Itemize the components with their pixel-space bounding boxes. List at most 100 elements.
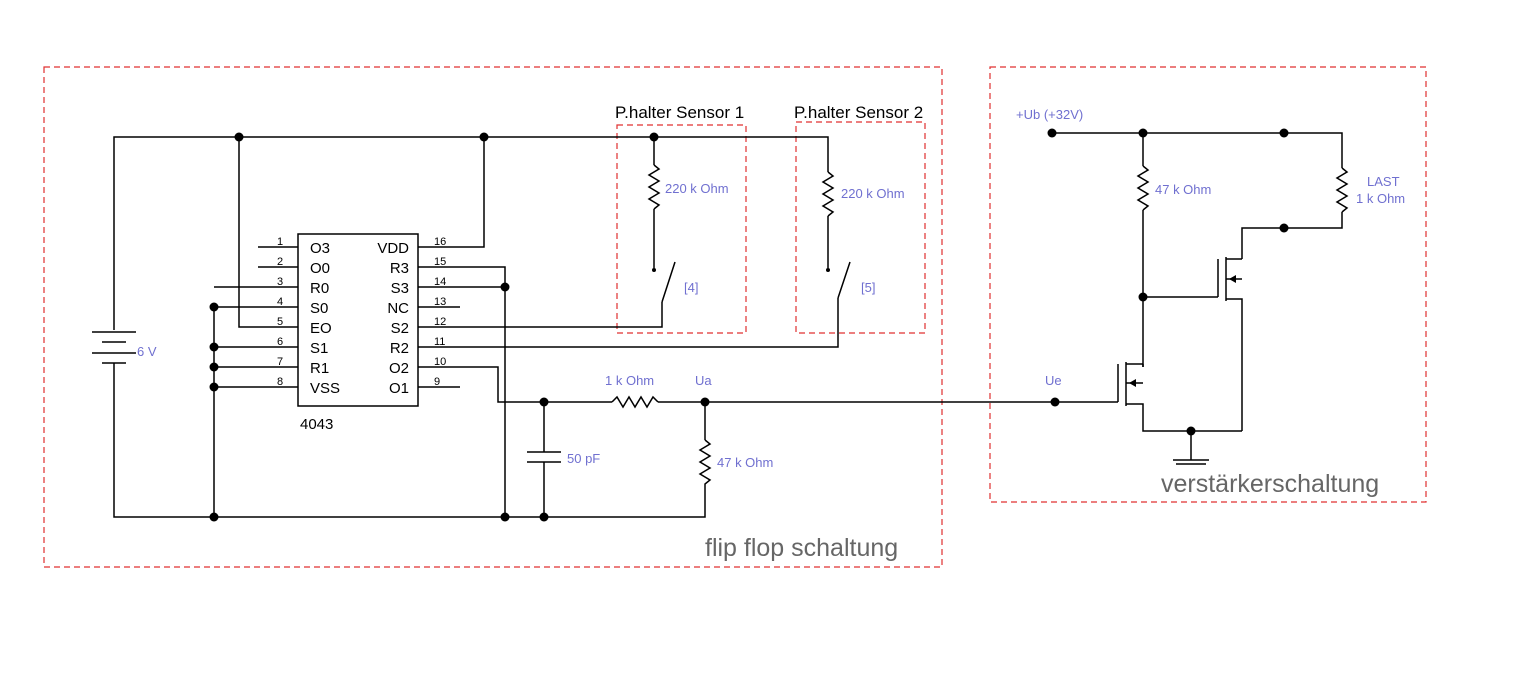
pin-label: S0 (310, 300, 328, 317)
junction-dot (234, 132, 244, 142)
pin-label: O0 (310, 260, 330, 277)
node-ue-label: Ue (1045, 373, 1062, 388)
switch2-contact (826, 268, 830, 272)
ic-name: 4043 (300, 416, 333, 433)
pin-label: O2 (389, 360, 409, 377)
pulldown-resistor-label: 47 k Ohm (717, 455, 773, 470)
gate-resistor-label: 47 k Ohm (1155, 182, 1211, 197)
pin-label: EO (310, 320, 332, 337)
load-name-label: LAST (1367, 174, 1400, 189)
wire (1284, 132, 1343, 168)
pin-number: 8 (277, 376, 283, 388)
junction-dot (1050, 397, 1060, 407)
pin-number: 11 (434, 336, 445, 348)
junction-dot (1138, 292, 1148, 302)
junction-dot (700, 397, 710, 407)
pulldown-resistor (698, 439, 712, 488)
junction-dot (209, 362, 219, 372)
pin-label: VDD (377, 240, 409, 257)
junction-dot (1279, 223, 1289, 233)
sensor2-resistor (821, 171, 835, 217)
ic-body (297, 233, 419, 407)
gate-resistor (1136, 165, 1150, 211)
sensor1-group-box (616, 124, 747, 334)
amplifier-group-box (989, 66, 1427, 503)
junction-dot (1138, 128, 1148, 138)
amplifier-group-title: verstärkerschaltung (1161, 470, 1379, 498)
lower-mosfet-arrow (1129, 379, 1136, 387)
sensor1-resistor (647, 164, 661, 210)
cap-label: 50 pF (567, 451, 600, 466)
node-ua-label: Ua (695, 373, 712, 388)
top-rail (113, 136, 654, 330)
upper-mosfet-arrow (1229, 275, 1236, 283)
pin-number: 16 (434, 236, 446, 248)
pin-number: 10 (434, 356, 446, 368)
pin-number: 7 (277, 356, 283, 368)
series-resistor-label: 1 k Ohm (605, 373, 654, 388)
junction-dot (1047, 128, 1057, 138)
junction-dot (209, 382, 219, 392)
left-bus (213, 306, 283, 517)
pin-label: R3 (390, 260, 409, 277)
pin-label: VSS (310, 380, 340, 397)
r3-wire (418, 266, 506, 517)
pin-label: R2 (390, 340, 409, 357)
sensor1-title: P.halter Sensor 1 (615, 103, 744, 122)
switch1-label: [4] (684, 280, 698, 295)
pin-number: 9 (434, 376, 440, 388)
junction-dot (500, 282, 510, 292)
load-value-label: 1 k Ohm (1356, 191, 1405, 206)
series-resistor (611, 395, 659, 409)
wire (1126, 403, 1242, 432)
pin-label: R1 (310, 360, 329, 377)
pin-number: 1 (277, 236, 283, 248)
pin-number: 6 (277, 336, 283, 348)
pin-label: S3 (391, 280, 409, 297)
wire (1241, 212, 1343, 259)
pin-number: 13 (434, 296, 446, 308)
pin-number: 15 (434, 256, 446, 268)
s2-wire (418, 302, 663, 328)
pin-label: S2 (391, 320, 409, 337)
switch1-arm (661, 261, 676, 303)
flipflop-group-box (43, 66, 943, 568)
switch2-label: [5] (861, 280, 875, 295)
wire (1226, 298, 1243, 431)
vdd-wire (418, 137, 485, 248)
junction-dot (539, 512, 549, 522)
junction-dot (209, 302, 219, 312)
top-rail-sensor2 (654, 136, 829, 172)
pin-number: 5 (277, 316, 283, 328)
pin-number: 2 (277, 256, 283, 268)
junction-dot (1186, 426, 1196, 436)
pin-label: R0 (310, 280, 329, 297)
switch2-arm (837, 261, 851, 299)
bottom-rail (113, 363, 706, 518)
pin-number: 3 (277, 276, 283, 288)
junction-dot (1279, 128, 1289, 138)
flipflop-group-title: flip flop schaltung (705, 534, 898, 562)
pin-number: 14 (434, 276, 446, 288)
sensor2-title: P.halter Sensor 2 (794, 103, 923, 122)
load-resistor (1335, 167, 1349, 213)
pin-label: O3 (310, 240, 330, 257)
pin-label: O1 (389, 380, 409, 397)
switch1-contact (652, 268, 656, 272)
pin-label: NC (387, 300, 409, 317)
sensor2-resistor-label: 220 k Ohm (841, 186, 905, 201)
sensor2-group-box (795, 121, 926, 334)
pin-number: 4 (277, 296, 283, 308)
junction-dot (649, 132, 659, 142)
junction-dot (209, 512, 219, 522)
junction-dot (500, 512, 510, 522)
pin-label: S1 (310, 340, 328, 357)
supply-label: +Ub (+32V) (1016, 107, 1083, 122)
eo-wire (238, 137, 283, 328)
junction-dot (479, 132, 489, 142)
o2-wire (418, 366, 612, 403)
junction-dot (209, 342, 219, 352)
r2-wire (418, 298, 839, 348)
pin-number: 12 (434, 316, 446, 328)
